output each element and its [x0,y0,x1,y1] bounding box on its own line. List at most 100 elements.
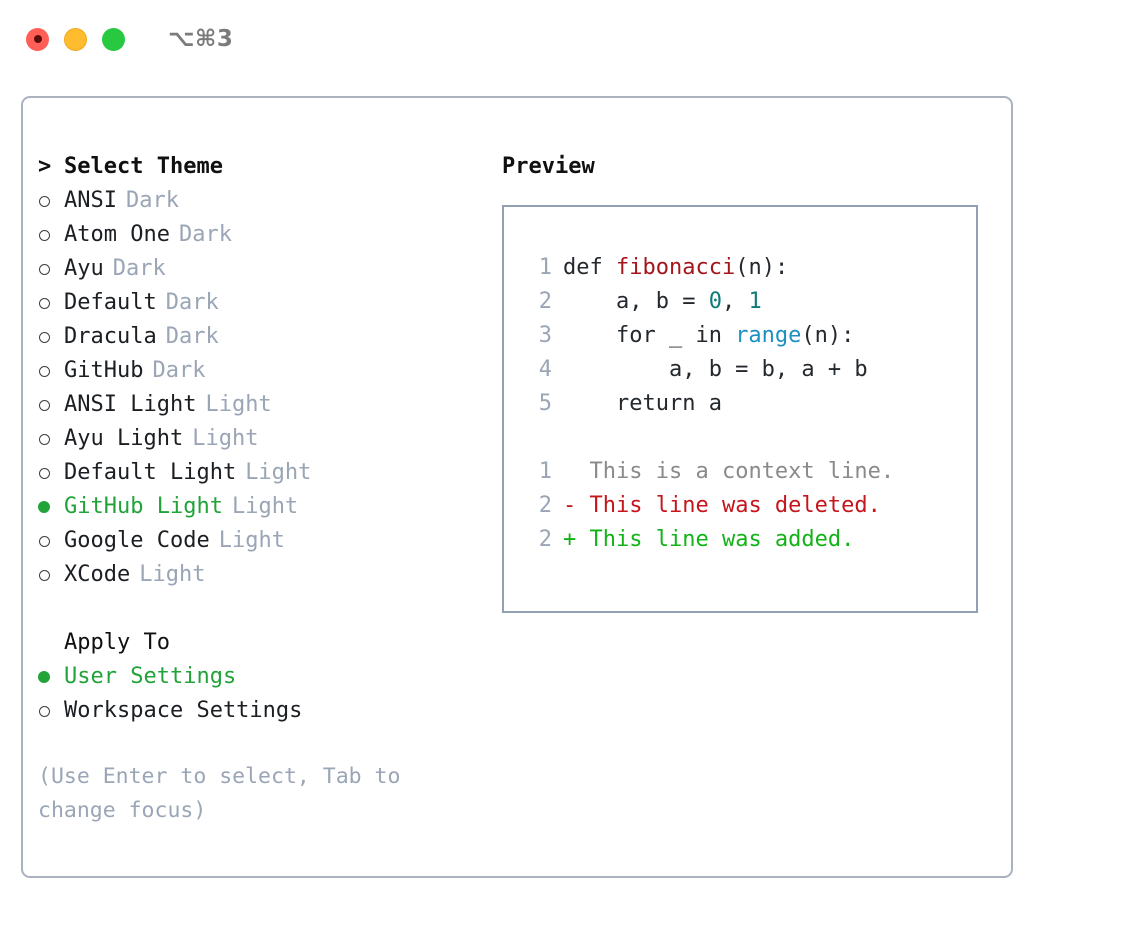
preview-title: Preview [502,154,595,179]
code-token-num: 0 [708,289,722,314]
radio-empty-icon [38,286,64,320]
diff-line-del: 2- This line was deleted. [526,489,976,523]
theme-option-ayu-light[interactable]: Ayu Light Light [38,422,488,456]
radio-empty-icon [38,184,64,218]
theme-option-google-code[interactable]: Google Code Light [38,524,488,558]
caret-icon: > [38,154,52,179]
select-theme-label: Select Theme [64,154,223,179]
line-number: 2 [538,289,552,314]
theme-name: Ayu Light [64,426,184,451]
theme-option-atom-one[interactable]: Atom One Dark [38,218,488,252]
select-theme-header: > Select Theme [38,150,488,184]
apply-to-header: Apply To [64,630,170,655]
maximize-window-button[interactable] [102,27,125,51]
window-title: ⌥⌘3 [168,26,234,52]
close-icon [33,35,42,43]
theme-option-ayu[interactable]: Ayu Dark [38,252,488,286]
line-number: 5 [538,391,552,416]
theme-variant-tag: Dark [165,324,219,349]
code-token-call: range [735,323,802,348]
theme-variant-tag: Dark [178,222,232,247]
diff-gap [576,459,589,484]
diff-line-add: 2+ This line was added. [526,523,976,557]
diff-line-ctx: 1 This is a context line. [526,455,976,489]
code-token-plain: a, b = b, a + b [563,357,868,382]
diff-gap [576,527,589,552]
code-token-num: 1 [748,289,762,314]
radio-empty-icon [38,218,64,252]
theme-name: Google Code [64,528,210,553]
radio-empty-icon [38,388,64,422]
theme-variant-tag: Light [245,460,312,485]
theme-option-ansi-light[interactable]: ANSI Light Light [38,388,488,422]
radio-empty-icon [38,456,64,490]
close-window-button[interactable] [26,27,49,51]
apply-to-option-workspace-settings[interactable]: Workspace Settings [38,694,488,728]
line-number: 4 [538,357,552,382]
code-token-plain: , [721,289,749,314]
radio-empty-icon [38,422,64,456]
radio-empty-icon [38,354,64,388]
theme-variant-tag: Light [231,494,299,519]
theme-variant-tag: Light [192,426,259,451]
code-line: 2 a, b = 0, 1 [526,285,976,319]
radio-selected-icon [38,490,64,524]
line-number: 2 [538,493,552,518]
diff-marker: - [563,493,577,518]
diff-sample: 1 This is a context line.2- This line wa… [526,455,976,557]
radio-empty-icon [38,320,64,354]
list-spacer [38,592,488,626]
theme-name: Ayu [64,256,104,281]
code-token-fn: fibonacci [615,255,736,280]
theme-option-github[interactable]: GitHub Dark [38,354,488,388]
theme-name: Atom One [64,222,170,247]
radio-empty-icon [38,694,64,728]
theme-variant-tag: Dark [112,256,166,281]
diff-text: This line was deleted. [589,493,881,518]
window-titlebar: ⌥⌘3 [0,0,1140,78]
theme-name: ANSI [64,188,117,213]
radio-empty-icon [38,558,64,592]
apply-to-option-user-settings[interactable]: User Settings [38,660,488,694]
theme-variant-tag: Light [218,528,285,553]
minimize-window-button[interactable] [64,27,87,51]
radio-empty-icon [38,524,64,558]
code-token-plain: def [563,255,616,280]
window-controls [26,27,125,51]
theme-option-default-light[interactable]: Default Light Light [38,456,488,490]
theme-name: Default [64,290,157,315]
diff-gap [576,493,589,518]
code-line: 5 return a [526,387,976,421]
theme-name: ANSI Light [64,392,197,417]
theme-name: GitHub [64,358,144,383]
theme-variant-tag: Dark [125,188,179,213]
theme-option-ansi[interactable]: ANSI Dark [38,184,488,218]
diff-text: This line was added. [589,527,855,552]
theme-variant-tag: Dark [152,358,206,383]
code-token-plain: for _ in [563,323,736,348]
theme-option-dracula[interactable]: Dracula Dark [38,320,488,354]
line-number: 2 [538,527,552,552]
theme-name: XCode [64,562,131,587]
radio-selected-icon [38,660,64,694]
line-number: 1 [538,459,552,484]
keyboard-hint: (Use Enter to select, Tab to change focu… [38,764,401,823]
apply-to-label: Workspace Settings [64,698,303,723]
code-token-plain: (n): [735,255,789,280]
line-number: 1 [538,255,552,280]
theme-name: Default Light [64,460,237,485]
theme-name: Dracula [64,324,157,349]
theme-variant-tag: Light [205,392,272,417]
code-token-plain: (n): [801,323,855,348]
code-line: 3 for _ in range(n): [526,319,976,353]
